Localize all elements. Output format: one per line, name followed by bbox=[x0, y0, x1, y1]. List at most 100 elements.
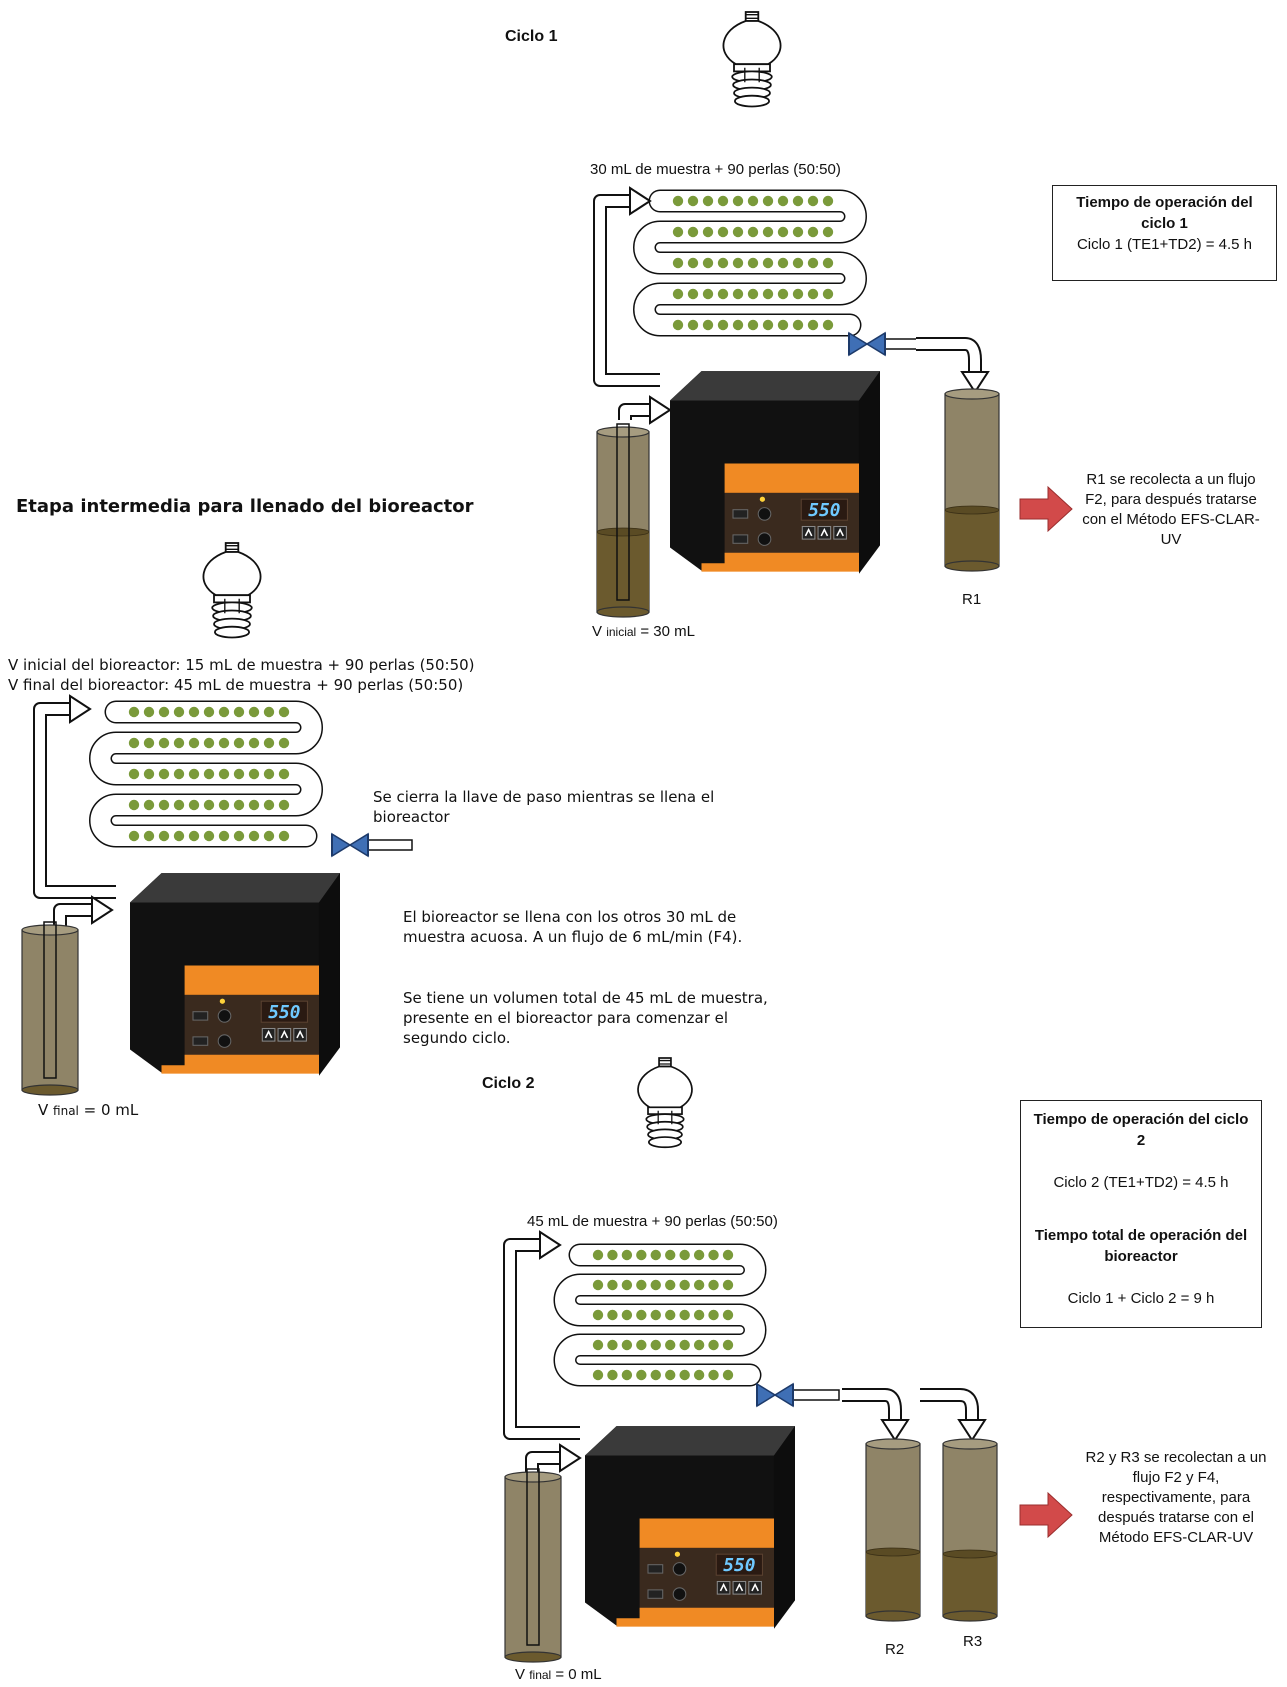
intermediate-v-final: V final = 0 mL bbox=[38, 1100, 138, 1121]
bead bbox=[188, 706, 200, 718]
bead bbox=[822, 288, 834, 300]
bead bbox=[792, 195, 804, 207]
bead bbox=[188, 768, 200, 780]
liquid-level bbox=[866, 1552, 920, 1616]
cycle2-time-box: Tiempo de operación del ciclo 2 Ciclo 2 … bbox=[1020, 1100, 1262, 1328]
receiver-r2 bbox=[865, 1438, 921, 1622]
return-flow-arrow-2 bbox=[33, 694, 116, 899]
bead bbox=[233, 706, 245, 718]
bead bbox=[762, 257, 774, 269]
bead bbox=[693, 1309, 705, 1321]
receiver-r3-label: R3 bbox=[963, 1633, 983, 1650]
bead bbox=[822, 195, 834, 207]
bead bbox=[687, 195, 699, 207]
bioreactor-coil bbox=[633, 189, 867, 337]
bead bbox=[218, 737, 230, 749]
v-prefix: V bbox=[515, 1666, 530, 1683]
bead bbox=[777, 195, 789, 207]
liquid-level bbox=[945, 510, 999, 566]
bead bbox=[188, 799, 200, 811]
bead bbox=[665, 1369, 676, 1381]
cycle2-collect-note: R2 y R3 se recolectan a un flujo F2 y F4… bbox=[1085, 1449, 1267, 1546]
bead bbox=[687, 288, 699, 300]
bead bbox=[665, 1309, 676, 1321]
red-arrow-r2-r3 bbox=[1019, 1491, 1073, 1539]
bead bbox=[233, 830, 245, 842]
cycle1-time-title: Tiempo de operación del ciclo 1 bbox=[1076, 194, 1253, 232]
bead bbox=[650, 1339, 661, 1351]
bead bbox=[665, 1279, 676, 1291]
peristaltic-pump: 550 bbox=[585, 1426, 795, 1629]
bead bbox=[687, 226, 699, 238]
peristaltic-pump: 550 bbox=[670, 371, 880, 574]
bead bbox=[679, 1309, 690, 1321]
bead bbox=[203, 737, 215, 749]
pump-display-reading: 550 bbox=[268, 1002, 300, 1023]
bead bbox=[173, 737, 185, 749]
bead bbox=[708, 1309, 719, 1321]
draw-tube bbox=[616, 423, 630, 601]
bead bbox=[592, 1339, 604, 1351]
draw-tube bbox=[43, 921, 57, 1079]
bead bbox=[722, 1369, 734, 1381]
bead bbox=[158, 799, 170, 811]
bead bbox=[822, 226, 834, 238]
cycle1-v-initial: V inicial = 30 mL bbox=[592, 622, 695, 642]
bead bbox=[702, 226, 714, 238]
cycle2-bioreactor-label: 45 mL de muestra + 90 perlas (50:50) bbox=[527, 1213, 778, 1230]
red-arrow-r1 bbox=[1019, 485, 1073, 533]
bead bbox=[693, 1339, 705, 1351]
bead bbox=[128, 706, 140, 718]
bead bbox=[636, 1279, 647, 1291]
bead bbox=[263, 768, 275, 780]
bead bbox=[650, 1249, 661, 1261]
bead bbox=[747, 288, 759, 300]
light-bulb-icon bbox=[202, 542, 262, 639]
bead bbox=[792, 319, 804, 331]
bead bbox=[822, 319, 834, 331]
bead bbox=[248, 799, 260, 811]
bead bbox=[822, 257, 834, 269]
total-time-line: Ciclo 1 + Ciclo 2 = 9 h bbox=[1067, 1290, 1215, 1307]
bead bbox=[777, 226, 789, 238]
bead bbox=[679, 1249, 690, 1261]
up-arrow-icon bbox=[801, 525, 816, 540]
sample-reservoir bbox=[21, 921, 79, 1096]
bead bbox=[693, 1369, 705, 1381]
bead bbox=[203, 706, 215, 718]
bead bbox=[732, 226, 744, 238]
bead bbox=[717, 319, 729, 331]
bead bbox=[621, 1249, 633, 1261]
bead bbox=[679, 1279, 690, 1291]
bead bbox=[158, 768, 170, 780]
bead bbox=[777, 288, 789, 300]
bead bbox=[263, 737, 275, 749]
bead bbox=[173, 768, 185, 780]
bead bbox=[278, 706, 290, 718]
bead bbox=[722, 1279, 734, 1291]
bead bbox=[702, 257, 714, 269]
bead bbox=[747, 226, 759, 238]
bead bbox=[747, 319, 759, 331]
bead bbox=[732, 319, 744, 331]
bead bbox=[278, 737, 290, 749]
bead bbox=[732, 195, 744, 207]
receiver-r3 bbox=[942, 1438, 998, 1622]
cycle1-title: Ciclo 1 bbox=[505, 28, 558, 45]
bead bbox=[218, 706, 230, 718]
bead bbox=[203, 830, 215, 842]
bead bbox=[702, 319, 714, 331]
bead bbox=[702, 288, 714, 300]
receiver-r2-label: R2 bbox=[885, 1641, 905, 1658]
bead bbox=[621, 1339, 633, 1351]
bead bbox=[807, 288, 819, 300]
bead bbox=[263, 706, 275, 718]
bead bbox=[607, 1249, 618, 1261]
bead bbox=[621, 1279, 633, 1291]
bead bbox=[143, 737, 155, 749]
bead bbox=[143, 830, 155, 842]
bead bbox=[650, 1279, 661, 1291]
total-time-title: Tiempo total de operación del bioreactor bbox=[1034, 1227, 1248, 1265]
bead bbox=[807, 319, 819, 331]
bead bbox=[679, 1369, 690, 1381]
